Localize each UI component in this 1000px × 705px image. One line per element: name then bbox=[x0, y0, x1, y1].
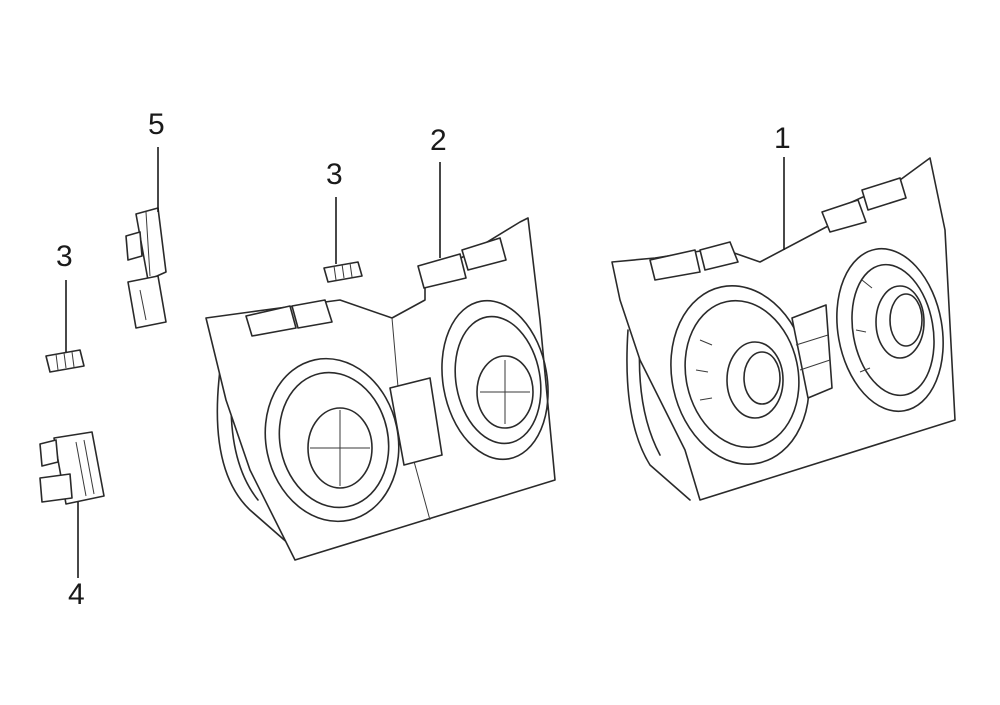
callout-4: 4 bbox=[68, 578, 85, 611]
callout-3-upper: 3 bbox=[326, 158, 343, 191]
part-2-bezel-panel bbox=[205, 217, 556, 561]
part-1-control-panel bbox=[611, 157, 956, 501]
part-3-knob-clip-lower bbox=[45, 349, 85, 373]
part-5-connector bbox=[125, 207, 167, 329]
part-4-connector bbox=[39, 431, 105, 505]
callout-2: 2 bbox=[430, 124, 447, 157]
callout-5: 5 bbox=[148, 108, 165, 141]
callout-1: 1 bbox=[774, 122, 791, 155]
part-3-knob-clip-upper bbox=[323, 261, 363, 283]
callout-3-lower: 3 bbox=[56, 240, 73, 273]
